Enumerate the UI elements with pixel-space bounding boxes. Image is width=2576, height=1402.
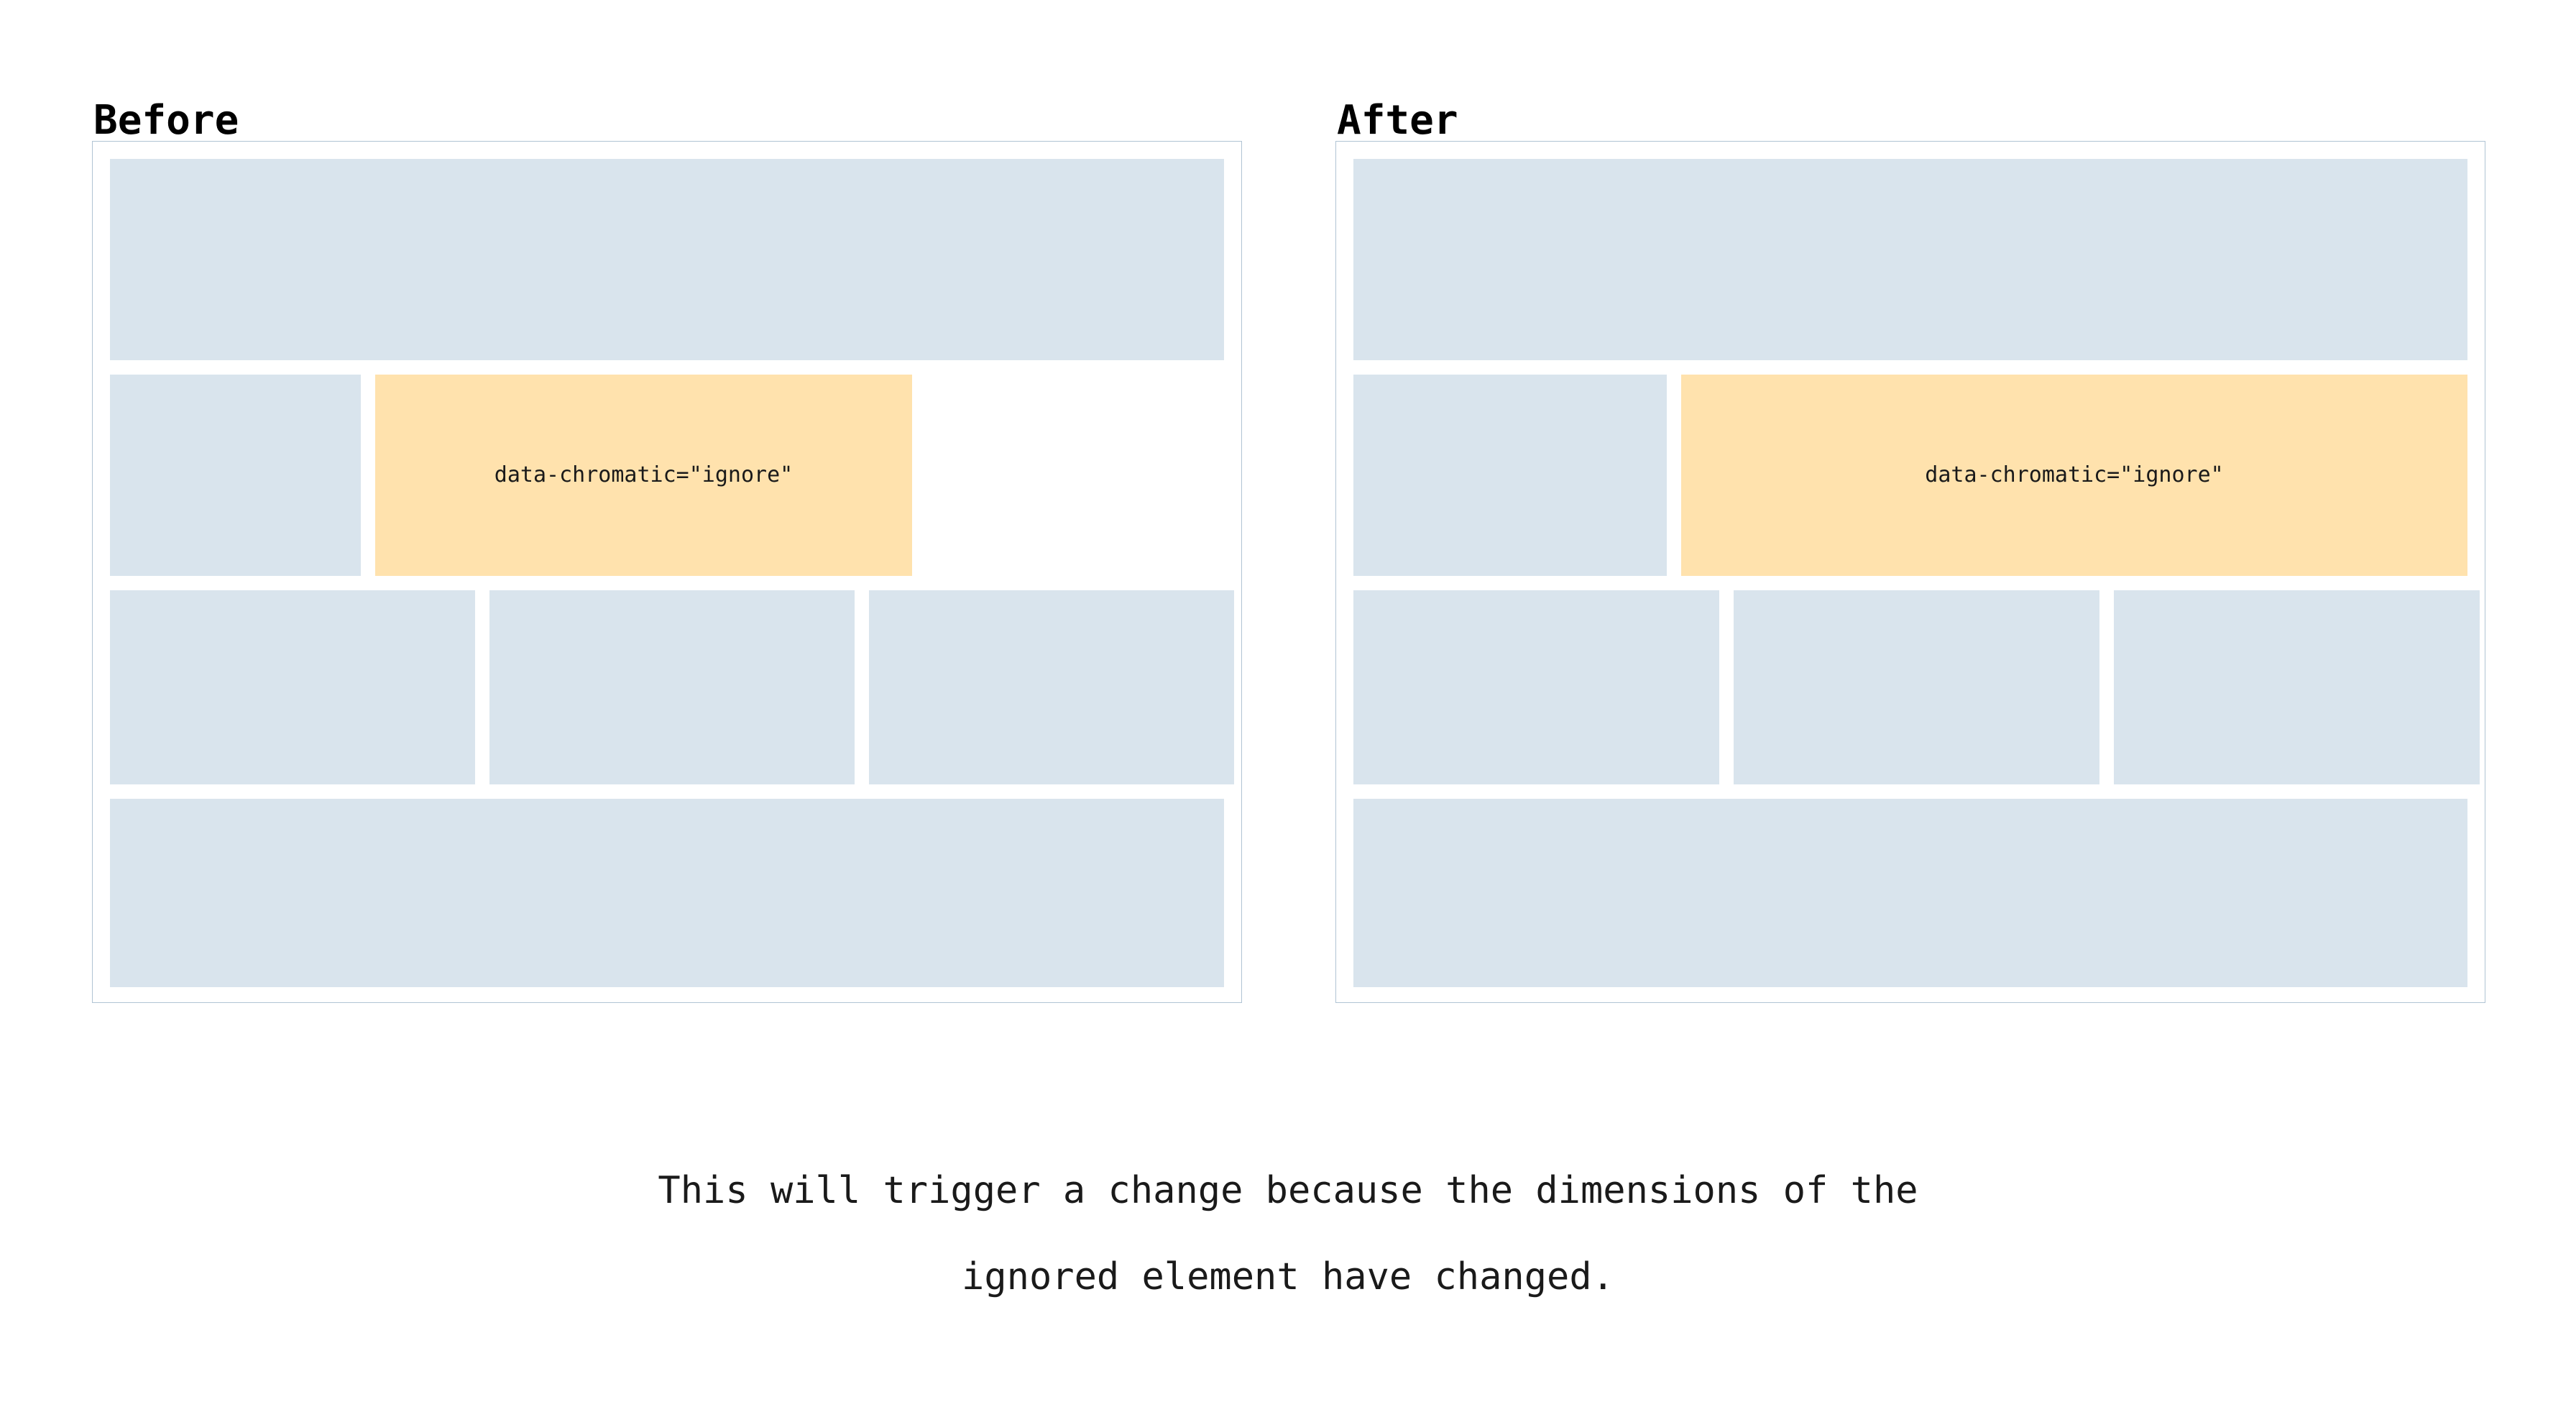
before-panel-content: data-chromatic="ignore": [110, 159, 1234, 987]
before-heading: Before: [93, 97, 239, 144]
before-row-thirds: [110, 590, 1234, 784]
skeleton-block: [1353, 799, 2467, 987]
before-after-comparison: Before data-chromatic="ignore": [92, 0, 2485, 1003]
ignored-element-block: data-chromatic="ignore": [375, 375, 912, 576]
skeleton-block: [1353, 159, 2467, 360]
skeleton-block: [1734, 590, 2099, 784]
before-panel: data-chromatic="ignore": [92, 141, 1242, 1003]
figure-caption: This will trigger a change because the d…: [0, 1147, 2576, 1320]
before-row-footer: [110, 799, 1224, 987]
after-heading: After: [1337, 97, 1458, 144]
skeleton-block: [110, 375, 361, 576]
caption-line-2: ignored element have changed.: [962, 1255, 1614, 1298]
ignored-element-label: data-chromatic="ignore": [1925, 462, 2224, 487]
before-row-hero: [110, 159, 1224, 360]
skeleton-block: [489, 590, 855, 784]
before-column: Before data-chromatic="ignore": [92, 0, 1242, 1003]
after-column: After data-chromatic="ignore": [1335, 0, 2485, 1003]
skeleton-block: [1353, 590, 1719, 784]
ignored-element-label: data-chromatic="ignore": [494, 462, 794, 487]
skeleton-block: [110, 799, 1224, 987]
skeleton-block: [1353, 375, 1667, 576]
after-row-thirds: [1353, 590, 2480, 784]
caption-line-1: This will trigger a change because the d…: [658, 1169, 1918, 1212]
after-row-split: data-chromatic="ignore": [1353, 375, 2467, 576]
after-panel: data-chromatic="ignore": [1335, 141, 2485, 1003]
after-row-footer: [1353, 799, 2467, 987]
after-row-hero: [1353, 159, 2467, 360]
after-panel-content: data-chromatic="ignore": [1353, 159, 2480, 987]
skeleton-block: [110, 590, 475, 784]
before-row-split: data-chromatic="ignore": [110, 375, 1224, 576]
skeleton-block: [869, 590, 1234, 784]
skeleton-block: [2114, 590, 2480, 784]
skeleton-block: [110, 159, 1224, 360]
ignored-element-block: data-chromatic="ignore": [1681, 375, 2467, 576]
